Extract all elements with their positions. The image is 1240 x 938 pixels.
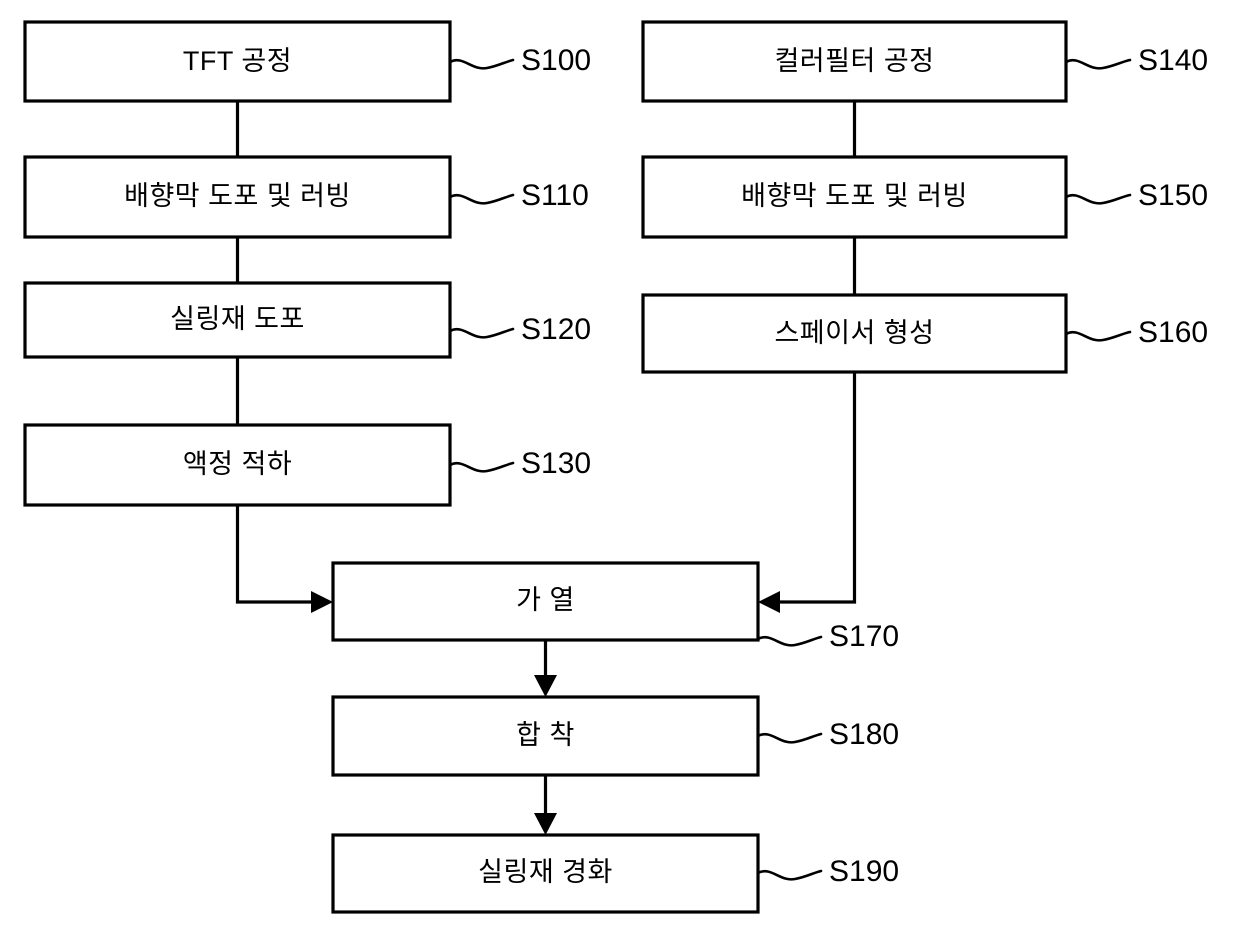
arrowhead-into-s180 xyxy=(534,675,557,697)
node-label-s140: 컬러필터 공정 xyxy=(774,46,934,76)
arrowhead-left-into-s170 xyxy=(311,591,333,613)
node-s130[interactable]: 액정 적하 S130 xyxy=(23,423,591,507)
connectors xyxy=(235,101,857,835)
ref-numeral-s180: S180 xyxy=(829,718,899,751)
leader-line-s100 xyxy=(448,58,515,70)
node-s170[interactable]: 가 열 S170 xyxy=(331,561,899,653)
node-s100[interactable]: TFT 공정 S100 xyxy=(23,20,591,103)
node-label-s180: 합 착 xyxy=(516,720,575,750)
node-box-s180[interactable] xyxy=(331,695,760,777)
leader-line-s150 xyxy=(1064,193,1132,205)
node-box-s140[interactable] xyxy=(641,20,1068,103)
ref-numeral-s170: S170 xyxy=(829,620,899,653)
node-box-s150[interactable] xyxy=(641,155,1068,239)
node-box-s190[interactable] xyxy=(331,833,760,914)
node-label-s100: TFT 공정 xyxy=(183,46,292,76)
ref-numeral-s120: S120 xyxy=(521,313,591,346)
node-s190[interactable]: 실링재 경화 S190 xyxy=(331,833,899,914)
connector-s160-to-s170 xyxy=(769,372,857,604)
leader-line-s180 xyxy=(756,732,823,744)
node-box-s170[interactable] xyxy=(331,561,760,642)
arrowhead-into-s190 xyxy=(534,813,557,835)
node-label-s170: 가 열 xyxy=(516,585,575,615)
leader-line-s130 xyxy=(448,461,515,473)
ref-numeral-s130: S130 xyxy=(521,447,591,480)
leader-line-s190 xyxy=(756,869,823,881)
node-label-s150: 배향막 도포 및 러빙 xyxy=(741,181,968,211)
node-s160[interactable]: 스페이서 형성 S160 xyxy=(641,293,1208,374)
node-s120[interactable]: 실링재 도포 S120 xyxy=(23,281,591,359)
node-label-s130: 액정 적하 xyxy=(183,449,292,479)
ref-numeral-s150: S150 xyxy=(1138,179,1208,212)
leader-line-s170 xyxy=(756,635,823,647)
arrowhead-right-into-s170 xyxy=(758,591,780,613)
ref-numeral-s140: S140 xyxy=(1138,44,1208,77)
node-s140[interactable]: 컬러필터 공정 S140 xyxy=(641,20,1208,103)
node-s110[interactable]: 배향막 도포 및 러빙 S110 xyxy=(23,155,589,239)
node-label-s120: 실링재 도포 xyxy=(170,304,305,334)
ref-numeral-s160: S160 xyxy=(1138,316,1208,349)
node-box-s130[interactable] xyxy=(23,423,452,507)
connector-s130-to-s170 xyxy=(235,505,322,604)
leader-line-s110 xyxy=(448,193,515,205)
ref-numeral-s100: S100 xyxy=(521,44,591,77)
node-s150[interactable]: 배향막 도포 및 러빙 S150 xyxy=(641,155,1208,239)
node-label-s160: 스페이서 형성 xyxy=(774,318,934,348)
ref-numeral-s110: S110 xyxy=(521,179,589,212)
ref-numeral-s190: S190 xyxy=(829,855,899,888)
node-box-s160[interactable] xyxy=(641,293,1068,374)
leader-line-s120 xyxy=(448,327,515,339)
node-box-s120[interactable] xyxy=(23,281,452,359)
node-s180[interactable]: 합 착 S180 xyxy=(331,695,899,777)
node-label-s110: 배향막 도포 및 러빙 xyxy=(124,181,351,211)
node-label-s190: 실링재 경화 xyxy=(478,857,613,887)
node-box-s110[interactable] xyxy=(23,155,452,239)
leader-line-s140 xyxy=(1064,58,1132,70)
leader-line-s160 xyxy=(1064,330,1132,342)
